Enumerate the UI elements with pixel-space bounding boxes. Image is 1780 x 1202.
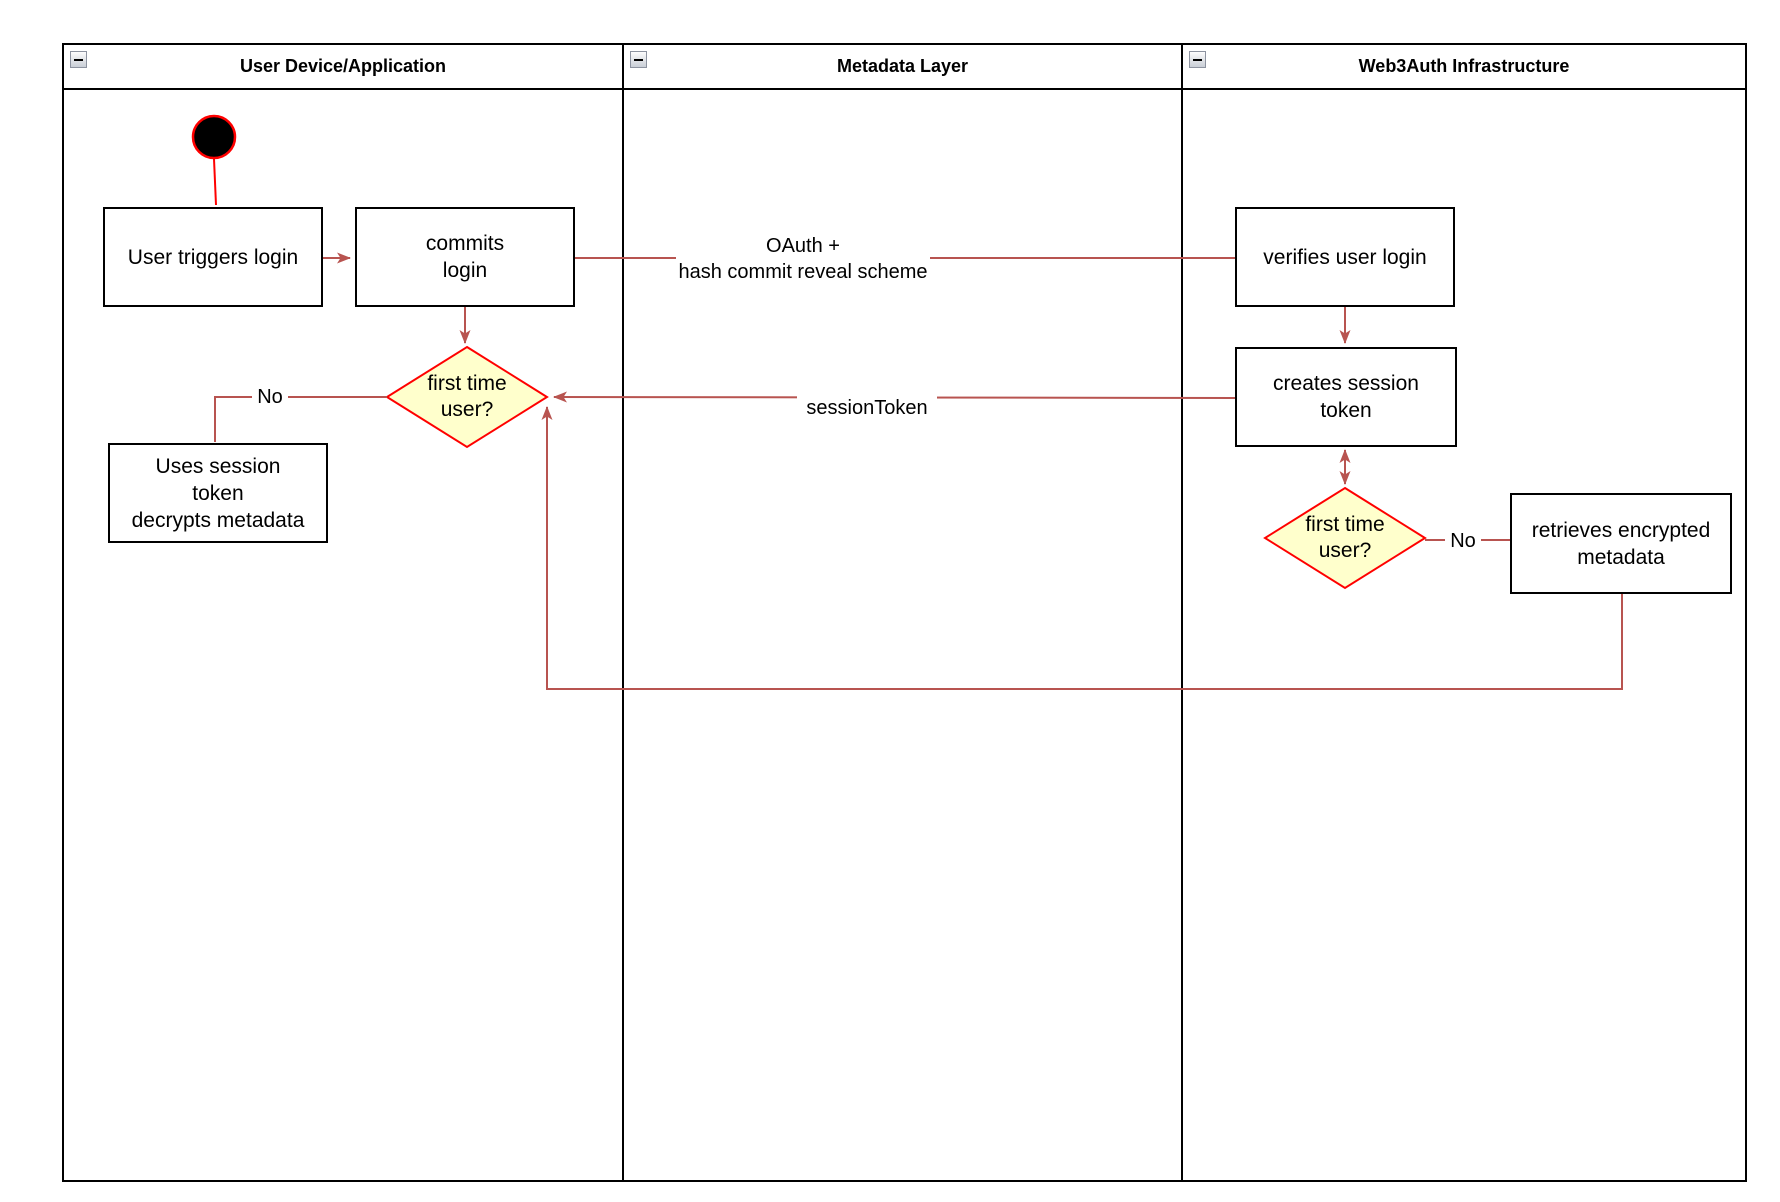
collapse-lane-icon[interactable] — [1189, 51, 1206, 68]
activity-user-triggers-login[interactable]: User triggers login — [103, 207, 323, 307]
activity-label: Uses session token decrypts metadata — [131, 454, 305, 532]
lane-header-metadata-layer[interactable]: Metadata Layer — [624, 45, 1181, 90]
activity-uses-session-token[interactable]: Uses session token decrypts metadata — [108, 443, 328, 543]
lane-title-user-device: User Device/Application — [239, 56, 447, 76]
activity-retrieves-encrypted-metadata[interactable]: retrieves encrypted metadata — [1510, 493, 1732, 594]
activity-creates-session-token[interactable]: creates session token — [1235, 347, 1457, 447]
edge-label-oauth-hash-commit: OAuth + hash commit reveal scheme — [676, 233, 930, 285]
lane-header-user-device[interactable]: User Device/Application — [64, 45, 622, 90]
lane-title-metadata-layer: Metadata Layer — [836, 56, 969, 76]
activity-commits-login[interactable]: commits login — [355, 207, 575, 307]
activity-verifies-user-login[interactable]: verifies user login — [1235, 207, 1455, 307]
lane-header-web3auth-infra[interactable]: Web3Auth Infrastructure — [1183, 45, 1745, 90]
activity-label: verifies user login — [1263, 245, 1427, 269]
collapse-lane-icon[interactable] — [630, 51, 647, 68]
edge-label-session-token: sessionToken — [797, 395, 937, 421]
minus-icon — [74, 58, 83, 61]
minus-icon — [1193, 58, 1202, 61]
activity-label: retrieves encrypted metadata — [1531, 518, 1711, 569]
edge-label-no-device: No — [252, 386, 288, 408]
activity-label: commits login — [425, 232, 505, 282]
activity-label: User triggers login — [127, 245, 299, 269]
activity-label: creates session token — [1273, 372, 1419, 422]
lane-metadata-layer: Metadata Layer — [624, 45, 1183, 1180]
collapse-lane-icon[interactable] — [70, 51, 87, 68]
minus-icon — [634, 58, 643, 61]
lane-title-web3auth-infra: Web3Auth Infrastructure — [1358, 56, 1570, 76]
edge-label-no-infra: No — [1445, 530, 1481, 552]
lane-web3auth-infra: Web3Auth Infrastructure — [1183, 45, 1745, 1180]
